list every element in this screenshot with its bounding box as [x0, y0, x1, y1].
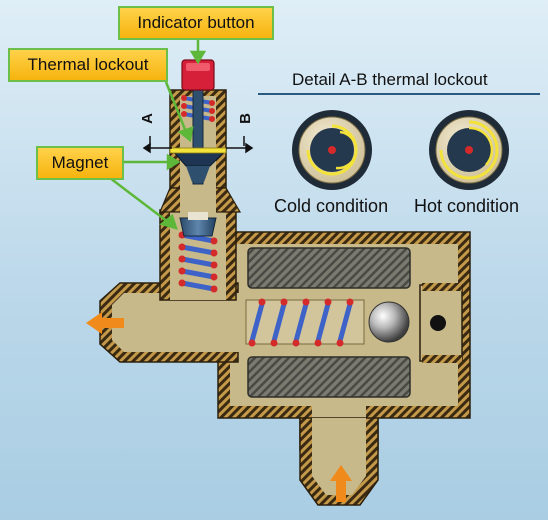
- magnet: [179, 212, 217, 237]
- hot-condition-label: Hot condition: [414, 196, 520, 216]
- section-marks: [142, 136, 254, 154]
- end-plug: [419, 283, 463, 363]
- outlet-nozzle: [99, 282, 240, 363]
- coil-lower: [247, 356, 411, 398]
- indicator-button-cap: [181, 59, 215, 91]
- hot-condition-disc: [429, 110, 509, 190]
- coil-upper: [247, 247, 411, 289]
- section-mark-b: B: [236, 113, 254, 124]
- callout-magnet: Magnet: [36, 146, 124, 180]
- callout-thermal-lockout: Thermal lockout: [8, 48, 168, 82]
- cold-condition-disc: [292, 110, 372, 190]
- check-ball: [368, 301, 410, 343]
- cold-condition-label: Cold condition: [274, 196, 389, 216]
- outlet-flow-arrow: [86, 312, 124, 334]
- inlet-flow-arrow: [330, 465, 352, 502]
- section-mark-a: A: [138, 113, 156, 124]
- callout-leaders: [109, 40, 207, 230]
- vent-hole: [430, 315, 446, 331]
- inlet-nozzle: [299, 417, 379, 506]
- callout-indicator-button: Indicator button: [118, 6, 274, 40]
- detail-title: Detail A-B thermal lockout: [292, 70, 488, 89]
- horizontal-spring: [245, 298, 365, 347]
